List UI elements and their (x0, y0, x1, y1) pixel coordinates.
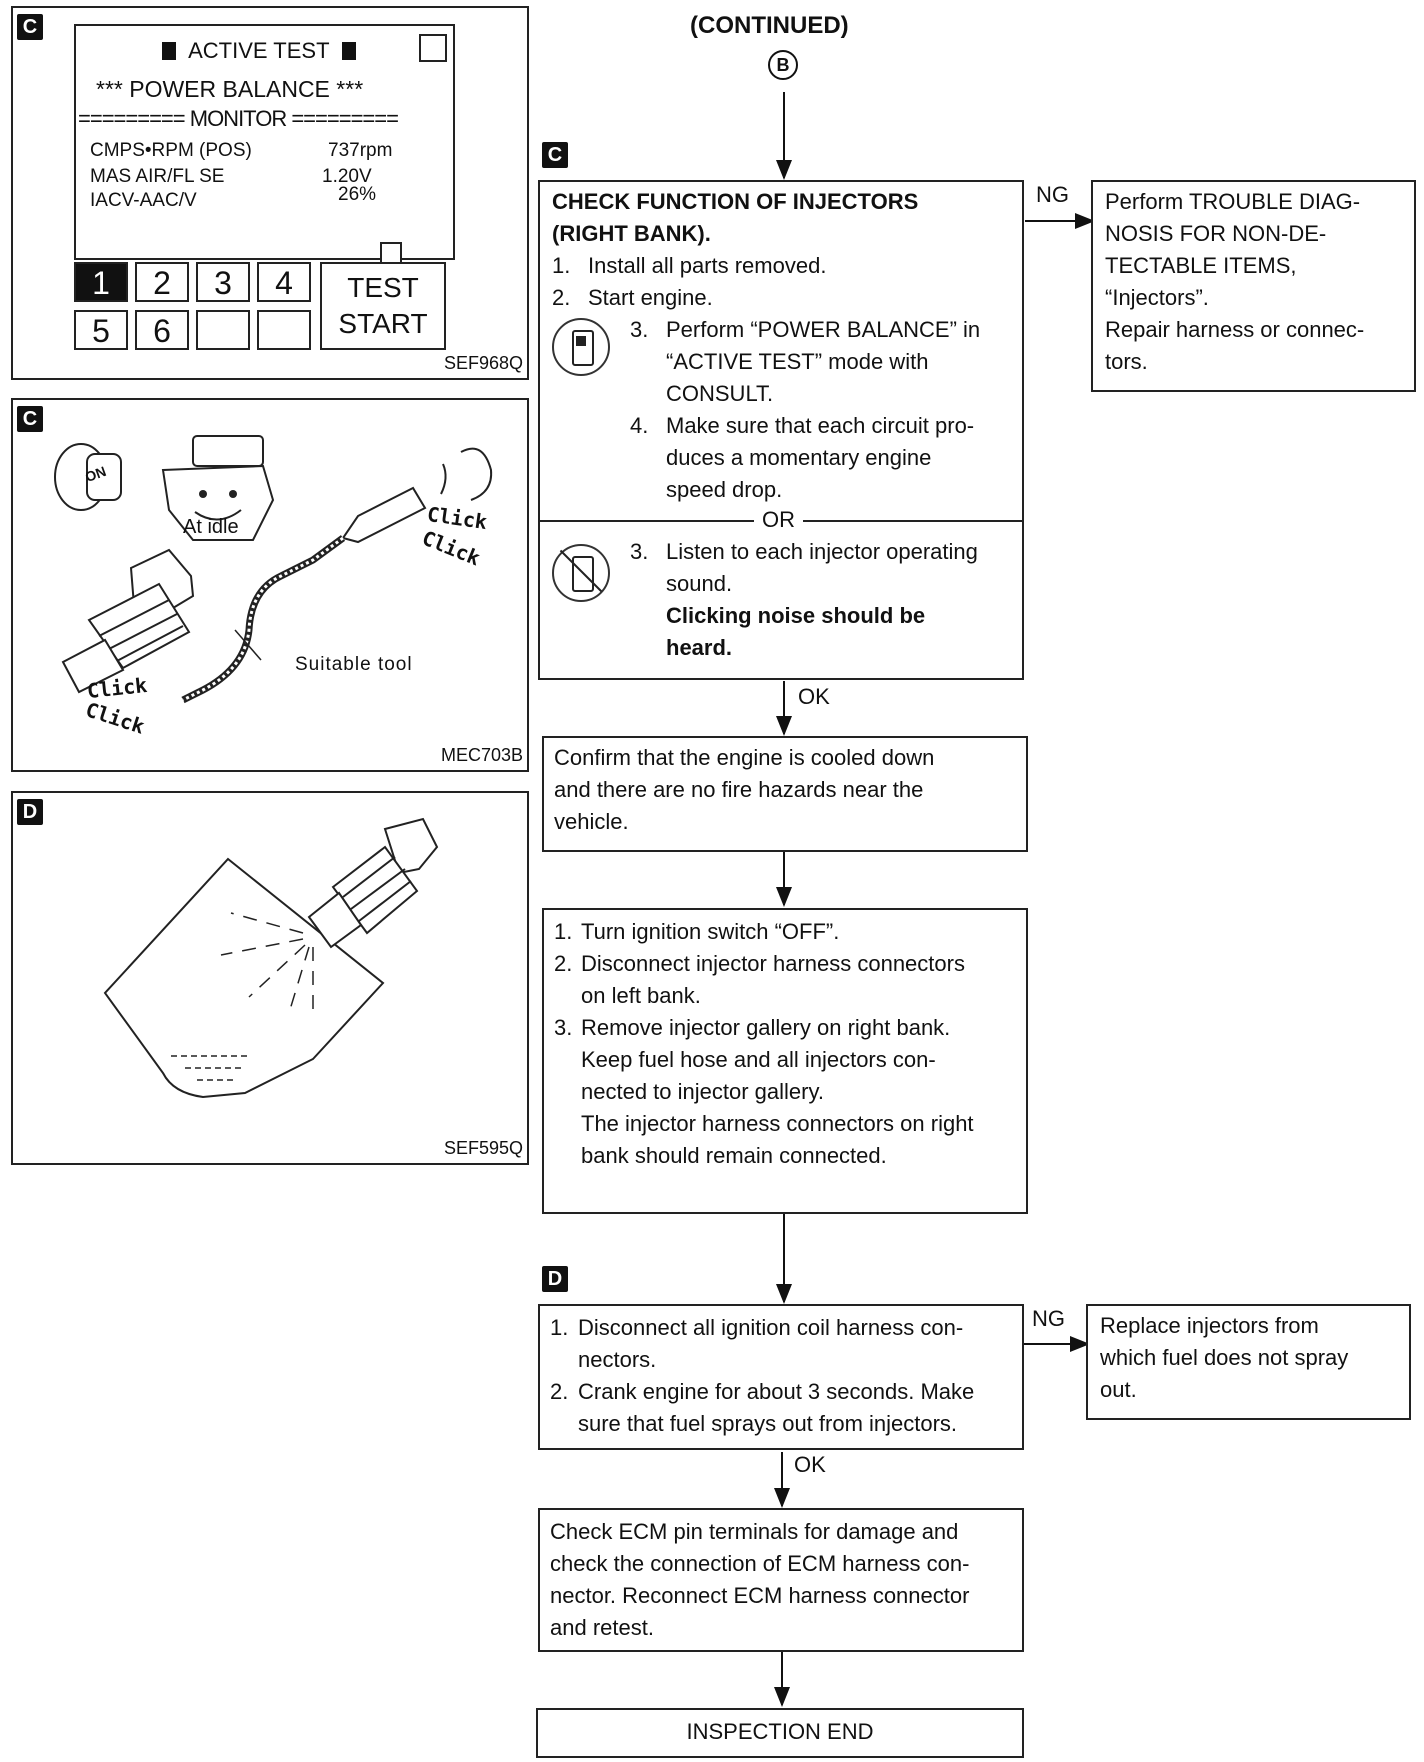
at-idle-label: At idle (183, 516, 239, 538)
alt-step: 3.Listen to each injector operating (630, 539, 978, 564)
remove-step-cont: on left bank. (581, 983, 701, 1008)
confirm-cooldown-box: Confirm that the engine is cooled down a… (542, 736, 1028, 852)
figure-injector-sound: C ON At idle Click Click Suitable tool C… (11, 398, 529, 772)
ng1-text: Perform TROUBLE DIAG- (1105, 189, 1361, 214)
hand-pointer-icon (380, 242, 402, 266)
check-step-cont: “ACTIVE TEST” mode with (666, 349, 929, 374)
monitor-row: IACV-AAC/V 26% (90, 184, 377, 211)
ng-label: NG (1032, 1306, 1065, 1331)
remove-step: 1.Turn ignition switch “OFF”. (554, 919, 840, 944)
screen-button-6: 6 (135, 310, 189, 350)
check-step: 3.Perform “POWER BALANCE” in (630, 317, 981, 342)
screen-button-1: 1 (74, 262, 128, 302)
or-label: OR (754, 504, 803, 536)
inspection-end-label: INSPECTION END (686, 1719, 874, 1744)
screen-monitor-line: ========= MONITOR ========= (78, 106, 399, 131)
ok-label: OK (798, 684, 830, 709)
confirm-text: Confirm that the engine is cooled down (554, 745, 935, 770)
ok-label: OK (794, 1452, 826, 1477)
confirm-text: vehicle. (554, 809, 629, 834)
monitor-row: MAS AIR/FL SE 1.20V (90, 166, 372, 187)
alt-step-cont: sound. (666, 571, 733, 596)
remove-step: 3.Remove injector gallery on right bank. (554, 1015, 951, 1040)
ng1-text: tors. (1105, 349, 1148, 374)
screen-button-blank (257, 310, 311, 350)
ng1-text: NOSIS FOR NON-DE- (1105, 221, 1327, 246)
alt-result: Clicking noise should be (666, 603, 926, 628)
figure-code: SEF595Q (443, 1138, 523, 1158)
section-tag-c: C (542, 142, 568, 168)
alt-result: heard. (666, 635, 733, 660)
figure-code: SEF968Q (443, 353, 523, 373)
suitable-tool-label: Suitable tool (295, 654, 413, 675)
ng2-text: out. (1100, 1377, 1137, 1402)
confirm-text: and there are no fire hazards near the (554, 777, 924, 802)
consult-icon (552, 318, 610, 376)
injector-sound-illustration (54, 435, 493, 704)
ng2-action-box: Replace injectors from which fuel does n… (1086, 1304, 1411, 1420)
ecm-text: and retest. (550, 1615, 654, 1640)
test-start-button: TEST START (320, 262, 446, 350)
remove-step: 2.Disconnect injector harness connectors (554, 951, 965, 976)
check-step-cont: CONSULT. (666, 381, 774, 406)
screen-title: ACTIVE TEST (162, 38, 356, 64)
screen-display: ACTIVE TEST *** POWER BALANCE *** ======… (74, 24, 455, 266)
screen-button-2: 2 (135, 262, 189, 302)
ng1-text: Repair harness or connec- (1105, 317, 1365, 342)
figure-code: MEC703B (440, 745, 523, 765)
ng-label: NG (1036, 182, 1069, 207)
screen-subtitle: *** POWER BALANCE *** (96, 76, 364, 102)
crank-engine-box: 1.Disconnect all ignition coil harness c… (538, 1304, 1024, 1450)
section-tag-d: D (17, 799, 43, 825)
check-step-cont: speed drop. (666, 477, 783, 502)
check-title: CHECK FUNCTION OF INJECTORS (552, 189, 919, 214)
ecm-check-box: Check ECM pin terminals for damage and c… (538, 1508, 1024, 1652)
ng2-text: which fuel does not spray (1100, 1345, 1349, 1370)
fuel-spray-illustration (103, 817, 439, 1099)
section-tag-c: C (17, 14, 43, 40)
crank-step-cont: sure that fuel sprays out from injectors… (578, 1411, 958, 1436)
inspection-end-box: INSPECTION END (536, 1708, 1024, 1758)
screen-button-5: 5 (74, 310, 128, 350)
check-step-cont: duces a momentary engine (666, 445, 932, 470)
connector-b: B (768, 50, 798, 80)
crank-step-cont: nectors. (578, 1347, 657, 1372)
screen-button-3: 3 (196, 262, 250, 302)
monitor-row: CMPS•RPM (POS) 737rpm (90, 140, 393, 161)
remove-step-cont: Keep fuel hose and all injectors con- (581, 1047, 936, 1072)
ng1-action-box: Perform TROUBLE DIAG- NOSIS FOR NON-DE- … (1091, 180, 1416, 392)
check-title: (RIGHT BANK). (552, 221, 711, 246)
crank-step: 1.Disconnect all ignition coil harness c… (550, 1315, 964, 1340)
remove-step-cont: The injector harness connectors on right (581, 1111, 974, 1136)
section-tag-c: C (17, 406, 43, 432)
check-step: 2.Start engine. (552, 285, 713, 310)
ng2-text: Replace injectors from (1100, 1313, 1319, 1338)
remove-step-cont: nected to injector gallery. (581, 1079, 824, 1104)
screen-button-4: 4 (257, 262, 311, 302)
remove-step-cont: bank should remain connected. (581, 1143, 887, 1168)
check-step: 4.Make sure that each circuit pro- (630, 413, 975, 438)
ecm-text: Check ECM pin terminals for damage and (550, 1519, 959, 1544)
ng1-text: TECTABLE ITEMS, (1105, 253, 1297, 278)
ecm-text: check the connection of ECM harness con- (550, 1551, 970, 1576)
check-step: 1.Install all parts removed. (552, 253, 827, 278)
remove-gallery-box: 1.Turn ignition switch “OFF”. 2.Disconne… (542, 908, 1028, 1214)
check-injectors-box: CHECK FUNCTION OF INJECTORS (RIGHT BANK)… (538, 180, 1024, 680)
screen-button-blank (196, 310, 250, 350)
ecm-text: nector. Reconnect ECM harness connector (550, 1583, 970, 1608)
no-consult-icon (552, 544, 610, 602)
screen-corner-box (419, 34, 447, 62)
figure-consult-screen: C ACTIVE TEST *** POWER BALANCE *** ====… (11, 6, 529, 380)
section-tag-d: D (542, 1266, 568, 1292)
figure-fuel-spray: D SEF595Q (11, 791, 529, 1165)
page-title: (CONTINUED) (690, 12, 849, 39)
ng1-text: “Injectors”. (1105, 285, 1209, 310)
crank-step: 2.Crank engine for about 3 seconds. Make (550, 1379, 975, 1404)
